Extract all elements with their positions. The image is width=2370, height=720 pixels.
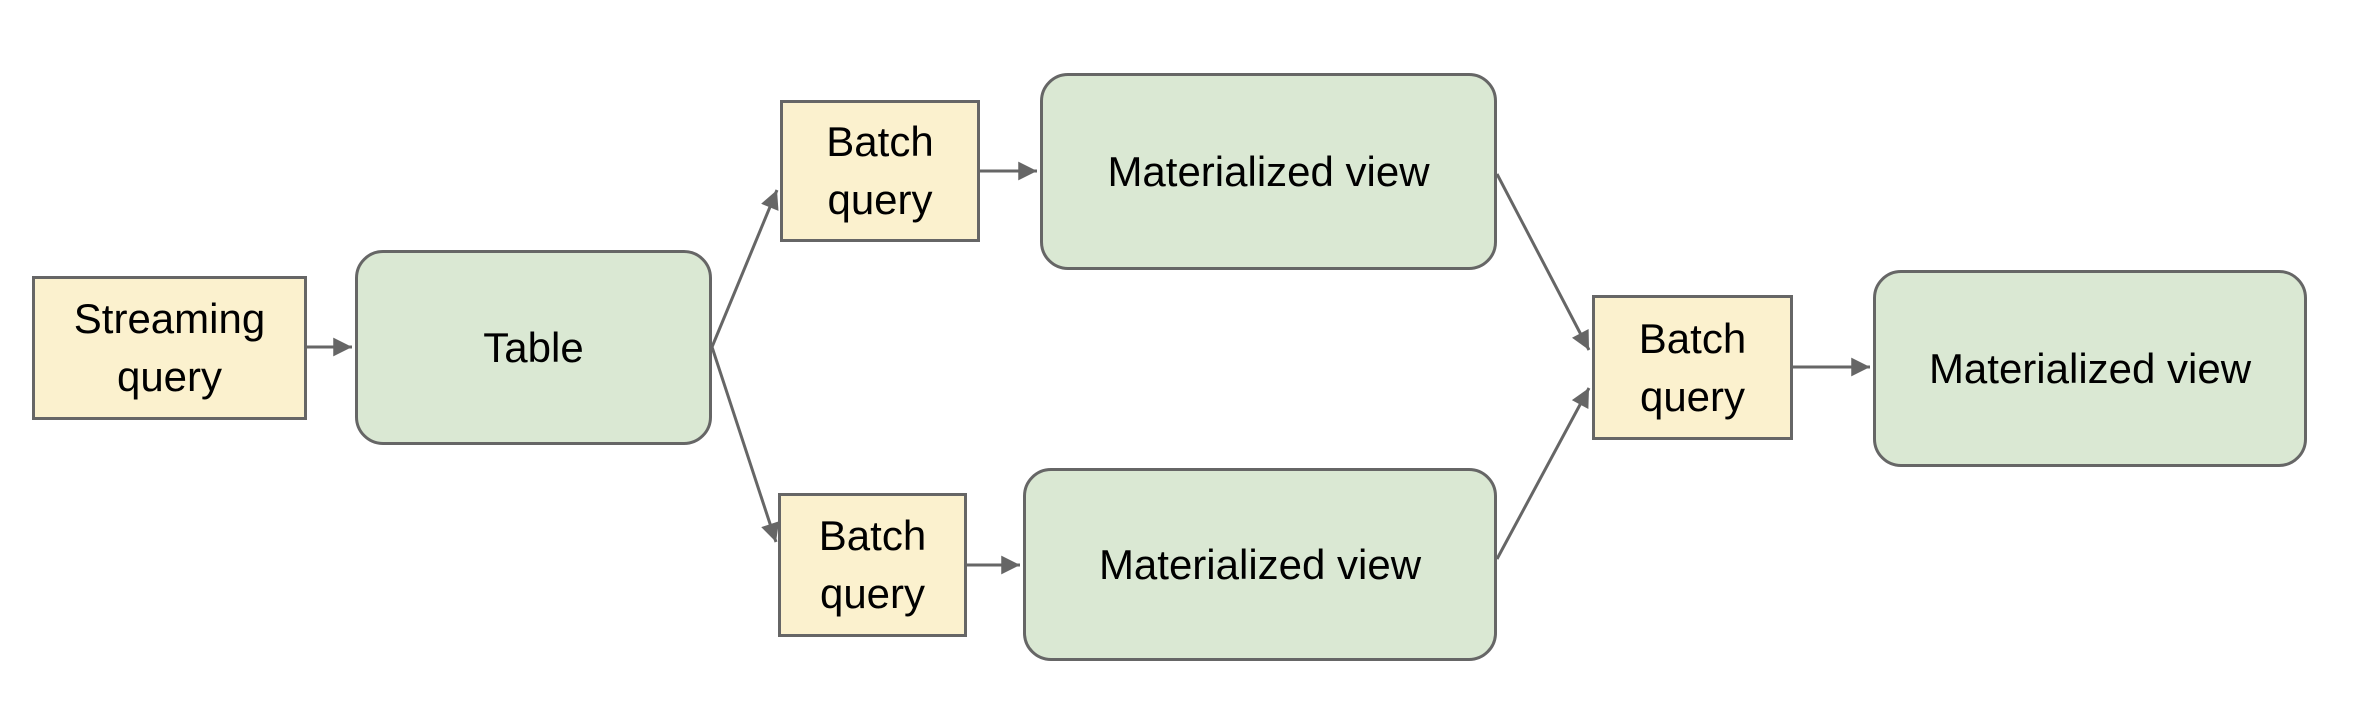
node-materialized-view-top: Materialized view [1040, 73, 1497, 270]
node-materialized-view-right: Materialized view [1873, 270, 2307, 467]
edge-materialized-view-top-to-batch-query-right [1495, 173, 1591, 351]
node-table-label: Table [483, 323, 584, 371]
node-batch-query-top-label: Batch query [826, 118, 934, 223]
node-table: Table [355, 250, 712, 445]
node-batch-query-top: Batch query [780, 100, 980, 242]
node-batch-query-bottom: Batch query [778, 493, 967, 637]
node-materialized-view-bottom: Materialized view [1023, 468, 1497, 661]
edge-table-to-batch-query-top [710, 189, 779, 348]
node-batch-query-right-label: Batch query [1638, 314, 1747, 420]
edge-table-to-batch-query-bottom [710, 346, 780, 543]
node-materialized-view-right-label: Materialized view [1928, 344, 2252, 392]
node-batch-query-right: Batch query [1592, 295, 1793, 440]
node-materialized-view-top-label: Materialized view [1107, 147, 1430, 195]
node-batch-query-bottom-label: Batch query [818, 512, 927, 617]
edge-materialized-view-bottom-to-batch-query-right [1495, 387, 1591, 560]
node-streaming-query-label: Streaming query [73, 295, 266, 400]
node-materialized-view-bottom-label: Materialized view [1098, 540, 1422, 588]
node-streaming-query: Streaming query [32, 276, 307, 420]
